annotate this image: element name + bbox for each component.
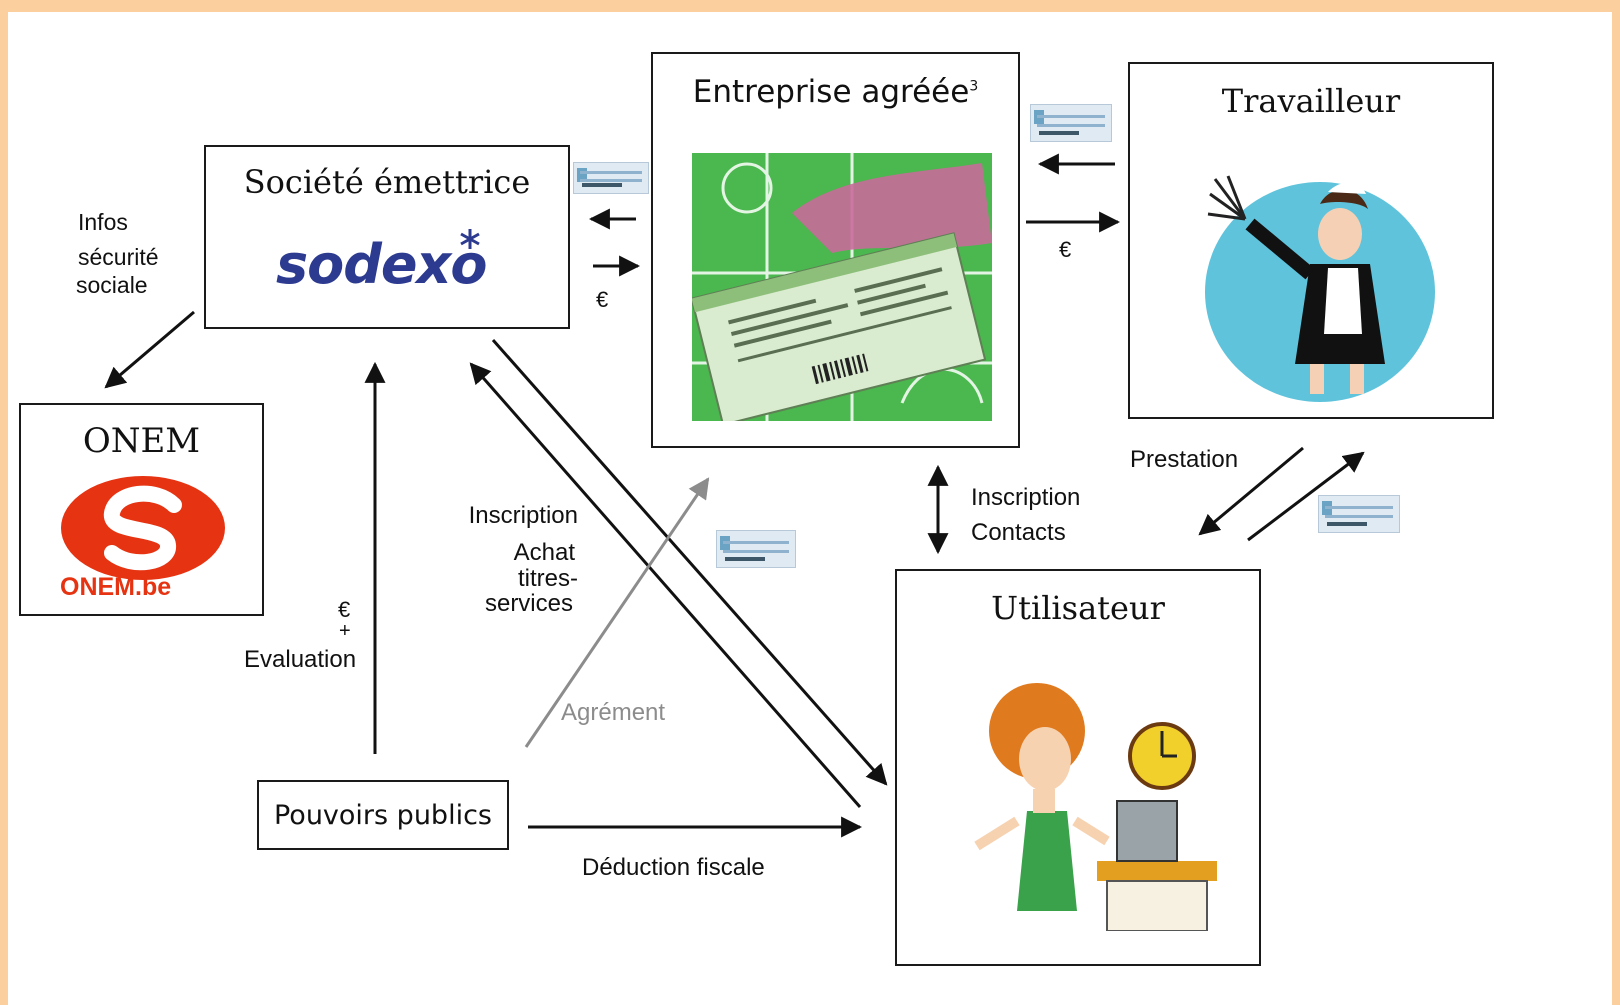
titre-service-cheque-icon [573, 162, 649, 194]
titre-service-cheque-icon [1318, 495, 1400, 533]
label-euro-societe-entreprise: € [596, 287, 609, 312]
sodexo-star-icon [460, 229, 480, 249]
label-euro-evaluation-2: + [339, 620, 351, 642]
label-euro-entreprise-travailleur: € [1059, 237, 1072, 262]
onem-logo: ONEM.be [56, 473, 231, 608]
node-pouvoirs-publics: Pouvoirs publics [257, 780, 509, 850]
titre-service-cheque-icon [716, 530, 796, 568]
label-inscription-achat-1: Inscription [468, 502, 578, 529]
node-entreprise-agreee: Entreprise agréée3 [651, 52, 1020, 448]
titre-service-cheque-icon [1030, 104, 1112, 142]
arrow-utilisateur-to-travailleur [1247, 451, 1365, 542]
label-inscription-achat-3: titres- [518, 565, 578, 592]
arrow-travailleur-to-utilisateur [1198, 446, 1304, 536]
label-securite: sécurité [78, 244, 159, 270]
label-inscription-achat-2: Achat [513, 539, 575, 566]
label-euro-evaluation-1: € [338, 597, 351, 622]
sodexo-logo-text: sodexo [276, 233, 487, 296]
diagram-canvas: Société émettrice sodexo Entreprise agré… [8, 12, 1612, 1005]
node-onem: ONEM ONEM.be [19, 403, 264, 616]
arrow-agrement [524, 477, 710, 748]
entreprise-title-wrap: Entreprise agréée3 [653, 74, 1018, 110]
onem-title: ONEM [82, 421, 201, 461]
node-utilisateur: Utilisateur [895, 569, 1261, 966]
label-infos: Infos [78, 209, 128, 235]
label-agrement: Agrément [561, 699, 666, 726]
label-deduction-fiscale: Déduction fiscale [582, 854, 765, 881]
travailleur-title: Travailleur [1221, 82, 1401, 120]
utilisateur-title: Utilisateur [991, 589, 1165, 627]
label-inscription-contacts-2: Contacts [971, 519, 1066, 546]
label-inscription-achat-4: services [484, 590, 573, 617]
entreprise-title: Entreprise agréée [692, 74, 970, 110]
titres-services-image [692, 153, 992, 421]
maid-illustration [1190, 164, 1440, 404]
label-euro-evaluation-3: Evaluation [244, 646, 357, 673]
arrow-societe-to-onem [104, 310, 195, 389]
label-sociale: sociale [76, 272, 148, 298]
node-travailleur: Travailleur [1128, 62, 1494, 419]
pouvoirs-title: Pouvoirs publics [273, 800, 492, 831]
entreprise-footnote: 3 [969, 78, 979, 95]
stressed-woman-illustration [957, 671, 1237, 932]
arrow-utilisateur-to-societe [469, 362, 862, 808]
label-inscription-contacts-1: Inscription [971, 484, 1081, 511]
societe-title: Société émettrice [243, 163, 531, 201]
node-societe-emettrice: Société émettrice sodexo [204, 145, 570, 329]
arrows-layer [104, 153, 1365, 838]
sodexo-logo: sodexo [268, 225, 508, 305]
onem-logo-text: ONEM.be [60, 573, 172, 601]
arrow-societe-to-utilisateur [491, 339, 888, 786]
label-prestation: Prestation [1130, 446, 1239, 473]
